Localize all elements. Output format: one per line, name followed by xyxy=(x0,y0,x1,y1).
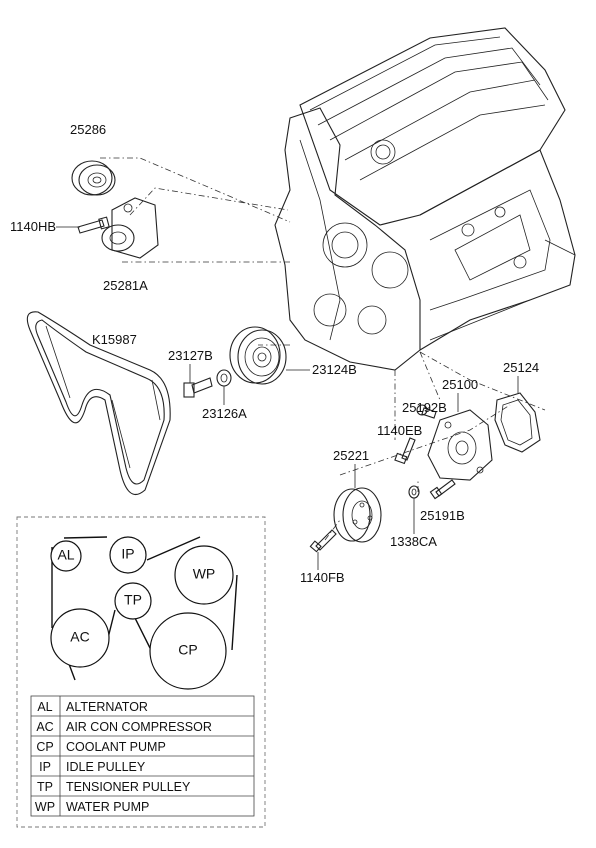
callout-25191B: 25191B xyxy=(420,508,465,523)
engine-block-illustration xyxy=(274,27,576,371)
water-pump-25100-illustration xyxy=(427,409,493,481)
pulley-label-ip: IP xyxy=(121,546,134,562)
pulley-circle-ip xyxy=(109,536,147,574)
callout-1140EB: 1140EB xyxy=(377,423,422,438)
legend-code: CP xyxy=(36,740,53,754)
callout-25281A: 25281A xyxy=(103,278,148,293)
washer-23126A-illustration xyxy=(216,369,232,387)
coolant-pump-pulley-25221-illustration xyxy=(333,487,382,543)
legend-code: TP xyxy=(37,780,53,794)
pulley-label-tp: TP xyxy=(124,592,142,608)
gasket-25124-illustration xyxy=(494,392,541,453)
callout-23127B: 23127B xyxy=(168,348,213,363)
crank-pulley-23124B-illustration xyxy=(229,326,287,385)
legend-code: IP xyxy=(39,760,51,774)
legend-table: AL ALTERNATOR AC AIR CON COMPRESSOR CP C… xyxy=(30,695,255,817)
legend-code: WP xyxy=(35,800,55,814)
legend-code: AL xyxy=(37,700,52,714)
callout-23124B: 23124B xyxy=(312,362,357,377)
pulley-label-al: AL xyxy=(57,547,74,563)
bolt-25192B-illustration xyxy=(416,404,437,419)
pulley-circle-wp xyxy=(174,545,234,605)
legend-code: AC xyxy=(36,720,53,734)
callout-25124: 25124 xyxy=(503,360,539,375)
callout-25286: 25286 xyxy=(70,122,106,137)
bolt-1140EB-illustration xyxy=(394,437,416,465)
pulley-label-ac: AC xyxy=(70,629,89,645)
bolt-25191B-illustration xyxy=(429,479,456,500)
pulley-circle-cp xyxy=(149,612,227,690)
tensioner-25281A-illustration xyxy=(77,197,159,259)
legend-name: TENSIONER PULLEY xyxy=(66,780,191,794)
legend-name: WATER PUMP xyxy=(66,800,149,814)
callout-25221: 25221 xyxy=(333,448,369,463)
pulley-circle-tp xyxy=(114,582,152,620)
callout-1338CA: 1338CA xyxy=(390,534,437,549)
belt-routing-path xyxy=(51,536,238,681)
callout-25100: 25100 xyxy=(442,377,478,392)
legend-name: COOLANT PUMP xyxy=(66,740,166,754)
belt-routing-panel: AL IP WP TP AC CP AL ALTERNATOR AC AIR C… xyxy=(16,516,266,828)
oring-1338CA-illustration xyxy=(408,485,420,499)
legend-name: ALTERNATOR xyxy=(66,700,148,714)
callout-23126A: 23126A xyxy=(202,406,247,421)
pulley-label-wp: WP xyxy=(193,566,216,582)
callout-1140HB: 1140HB xyxy=(10,219,56,234)
legend-name: AIR CON COMPRESSOR xyxy=(66,720,212,734)
drive-belt-K15987-illustration xyxy=(26,311,171,495)
pulley-circle-al xyxy=(50,540,82,572)
callout-1140FB: 1140FB xyxy=(300,570,345,585)
pulley-circle-ac xyxy=(50,608,110,668)
bolt-1140FB-illustration xyxy=(309,529,337,553)
callout-K15987: K15987 xyxy=(92,332,137,347)
crank-bolt-23127B-illustration xyxy=(183,377,213,398)
pulley-label-cp: CP xyxy=(178,642,197,658)
idle-pulley-25286-illustration xyxy=(71,160,116,196)
leader-lines xyxy=(100,157,546,541)
callout-25192B: 25192B xyxy=(402,400,447,415)
legend-name: IDLE PULLEY xyxy=(66,760,146,774)
